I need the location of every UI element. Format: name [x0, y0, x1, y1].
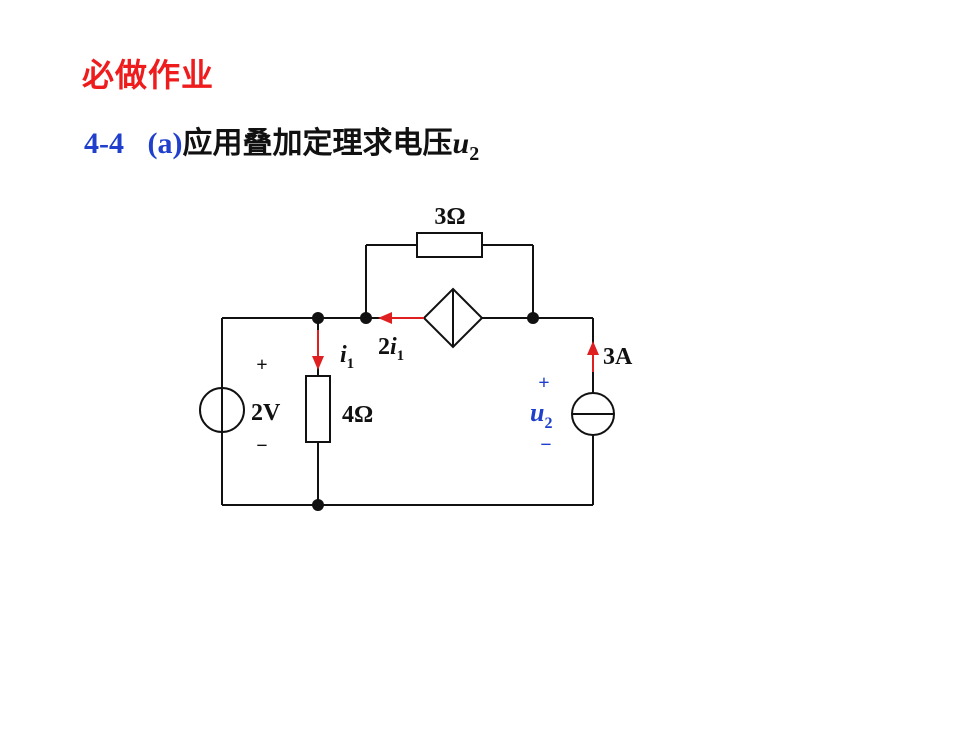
problem-statement: 4-4 (a)应用叠加定理求电压u2 [84, 118, 479, 166]
resistor-4ohm [305, 375, 331, 443]
label-u2-minus: − [540, 434, 551, 456]
label-3ohm: 3Ω [434, 204, 465, 230]
label-u2: u2 [530, 398, 552, 432]
label-2v-plus: + [256, 354, 267, 376]
label-3a: 3A [603, 344, 633, 370]
node-mid-top [360, 312, 372, 324]
homework-heading: 必做作业 [82, 56, 215, 94]
problem-variable: u2 [452, 127, 480, 165]
label-2v-minus: − [256, 435, 267, 457]
current-source-3a [571, 392, 615, 436]
problem-part: (a) [147, 127, 183, 160]
problem-text: 应用叠加定理求电压 [182, 126, 453, 161]
label-dependent-source: 2i1 [378, 334, 404, 364]
circuit-nodes [312, 312, 539, 511]
label-u2-plus: + [538, 372, 549, 394]
node-left-top [312, 312, 324, 324]
label-4ohm: 4Ω [342, 402, 373, 428]
node-right-top [527, 312, 539, 324]
circuit-wires [221, 244, 594, 506]
node-bottom [312, 499, 324, 511]
problem-number: 4-4 [84, 127, 124, 160]
label-2v: 2V [251, 400, 281, 426]
arrow-3a-icon [587, 341, 599, 372]
arrow-i1-icon [312, 330, 324, 370]
dependent-current-source [422, 287, 484, 349]
label-i1: i1 [340, 342, 354, 372]
resistor-3ohm [416, 232, 483, 258]
voltage-source-2v [199, 387, 245, 433]
arrow-dependent-current-icon [378, 312, 424, 324]
